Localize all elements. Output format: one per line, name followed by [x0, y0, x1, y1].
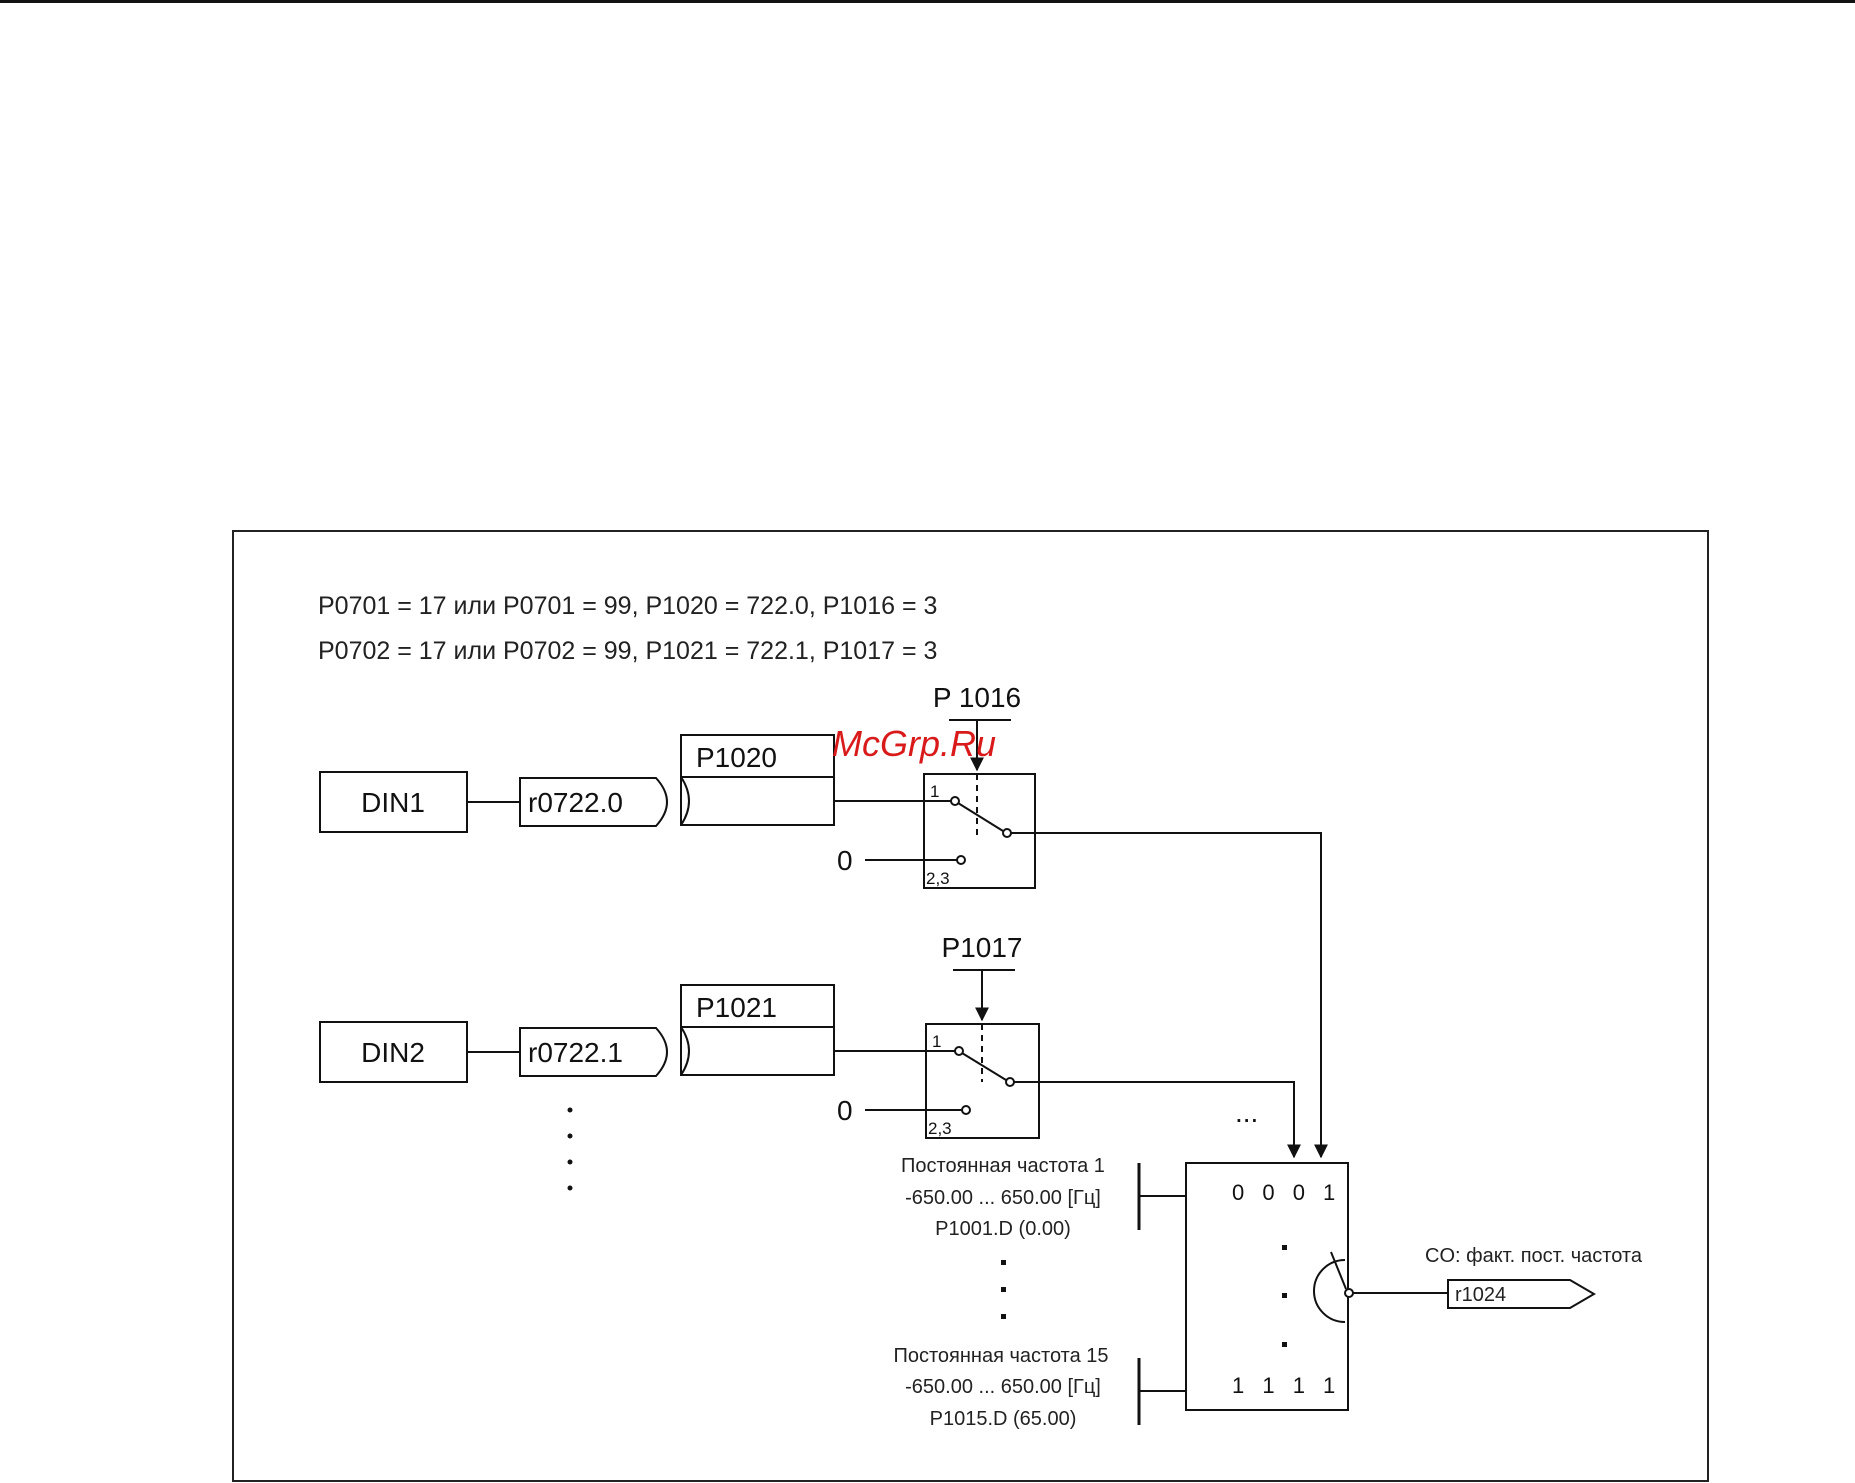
- ff15-param: P1015.D (65.00): [930, 1408, 1077, 1430]
- ff15-range: -650.00 ... 650.00 [Гц]: [905, 1376, 1101, 1398]
- din1-box: [319, 771, 468, 833]
- channel-2: DIN2 r0722.1 P1021 P1017 1 0 2,3: [319, 932, 1301, 1159]
- p1016-label: P 1016: [933, 682, 1021, 713]
- r07220-connector: [519, 777, 668, 827]
- more-inputs-ellipsis: ...: [1235, 1097, 1258, 1128]
- selector-dots: [1282, 1245, 1287, 1347]
- ff15-name: Постоянная частота 15: [893, 1345, 1108, 1367]
- ff1-name: Постоянная частота 1: [901, 1155, 1105, 1177]
- fixed-freq-dots: [1001, 1260, 1006, 1319]
- switch-1-box: [923, 773, 1036, 889]
- condition-line-2: P0702 = 17 или P0702 = 99, P1021 = 722.1…: [318, 637, 937, 665]
- switch-1-input-1: 1: [930, 782, 939, 801]
- output-label: CO: факт. пост. частота: [1425, 1245, 1643, 1267]
- channel-1: DIN1 r0722.0 P1020 P 1016 1 0 2,3: [319, 682, 1328, 1159]
- din1-label: DIN1: [361, 787, 425, 818]
- switch-2-input-1: 1: [932, 1032, 941, 1051]
- channel-continuation-dots: [567, 1107, 573, 1191]
- p1021-input-box: [680, 1026, 835, 1076]
- p1017-label: P1017: [942, 932, 1023, 963]
- p1021-label: P1021: [696, 992, 777, 1023]
- page-top-rule: [0, 0, 1855, 3]
- diagram-frame: [232, 530, 1709, 1482]
- r1024-label: r1024: [1455, 1284, 1506, 1306]
- r07220-label: r0722.0: [528, 787, 623, 818]
- switch-1-input-23: 2,3: [926, 869, 950, 888]
- frequency-selector-box: [1185, 1162, 1349, 1411]
- p1020-label: P1020: [696, 742, 777, 773]
- din2-label: DIN2: [361, 1037, 425, 1068]
- switch-1-zero: 0: [837, 845, 853, 876]
- r07221-label: r0722.1: [528, 1037, 623, 1068]
- r07221-connector: [519, 1027, 668, 1077]
- p1020-input-box: [680, 776, 835, 826]
- ff1-param: P1001.D (0.00): [935, 1218, 1071, 1240]
- watermark-logo: McGrp.Ru: [832, 723, 996, 764]
- p1021-box: [680, 984, 835, 1028]
- switch-2-zero: 0: [837, 1095, 853, 1126]
- r1024-connector: [1447, 1279, 1596, 1309]
- din2-box: [319, 1021, 468, 1083]
- condition-line-1: P0701 = 17 или P0701 = 99, P1020 = 722.0…: [318, 592, 937, 620]
- switch-2-input-23: 2,3: [928, 1119, 952, 1138]
- ff1-range: -650.00 ... 650.00 [Гц]: [905, 1187, 1101, 1209]
- ff15-code: 1 1 1 1: [1232, 1373, 1341, 1398]
- ff1-code: 0 0 0 1: [1232, 1180, 1341, 1205]
